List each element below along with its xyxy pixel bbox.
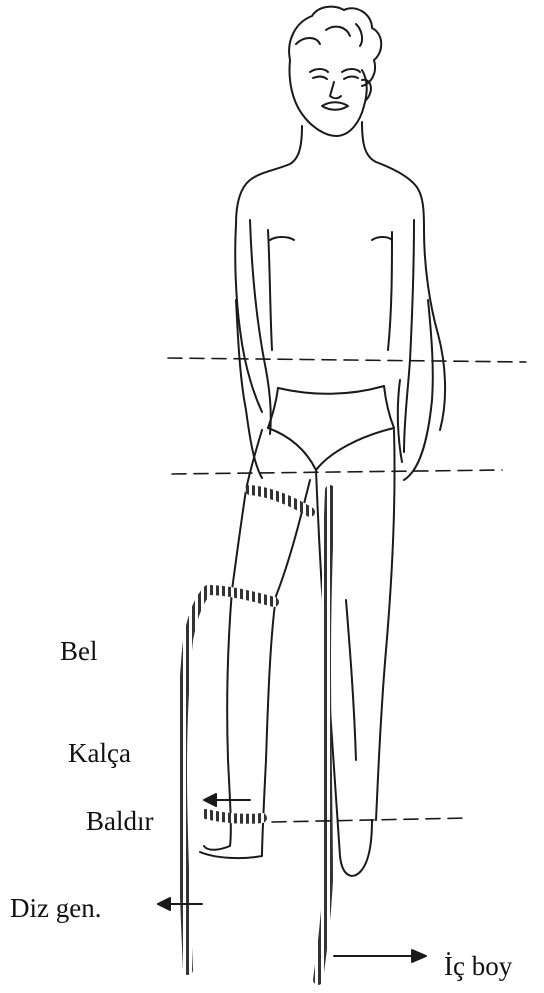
legs: [200, 430, 395, 876]
briefs: [268, 386, 394, 470]
waist-line: [168, 358, 526, 362]
label-icboy: İç boy: [444, 951, 512, 982]
label-baldir: Baldır: [84, 806, 156, 837]
hip-line: [172, 470, 502, 474]
calf-tape: [206, 814, 262, 819]
thigh-tape: [250, 490, 310, 512]
label-bel: Bel: [60, 636, 98, 667]
calf-line: [272, 818, 468, 822]
label-diz: Diz gen.: [10, 893, 101, 924]
arms: [236, 220, 433, 480]
label-kalca: Kalça: [68, 738, 131, 769]
head: [289, 7, 381, 136]
